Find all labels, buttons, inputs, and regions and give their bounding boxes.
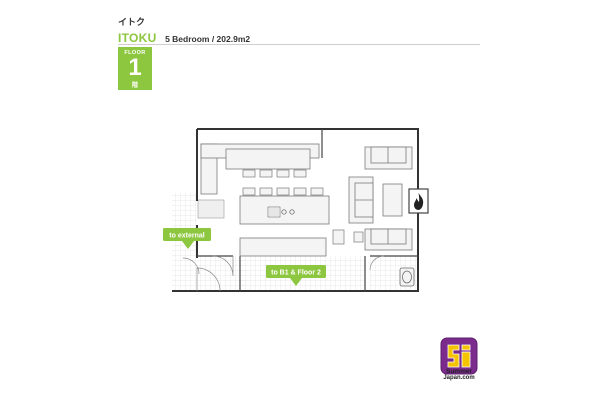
stove-icon xyxy=(267,206,295,218)
to-stairs-marker: to B1 & Floor 2 xyxy=(266,265,326,286)
fireplace xyxy=(408,188,429,214)
logo-text-summer: Summer xyxy=(445,368,472,375)
interior-walls xyxy=(197,129,418,291)
property-name-kana: イトク xyxy=(118,17,146,27)
doors xyxy=(182,255,385,292)
title-row: ITOKU 5 Bedroom / 202.9m2 xyxy=(118,29,250,47)
sofa-top xyxy=(364,146,413,170)
toilet-icon xyxy=(399,267,415,287)
island-stools xyxy=(242,187,324,196)
floor-badge: FLOOR 1 階 xyxy=(118,47,152,90)
dining-chairs xyxy=(242,169,307,178)
property-name: ITOKU xyxy=(118,31,157,45)
to-external-label: to external xyxy=(169,233,204,240)
summer-japan-logo xyxy=(440,337,478,375)
logo-text-japan: Japan.com xyxy=(443,375,475,381)
genkan-tiled-floor xyxy=(197,256,245,291)
property-subtitle: 5 Bedroom / 202.9m2 xyxy=(165,34,251,44)
floor-word: FLOOR xyxy=(124,50,146,56)
side-table xyxy=(353,231,364,243)
to-external-marker: to external xyxy=(163,228,211,249)
fireplace-icon xyxy=(414,193,424,210)
dining-table xyxy=(225,148,311,170)
floor-number: 1 xyxy=(128,54,142,81)
sofa-left xyxy=(348,176,374,224)
hall-counter xyxy=(239,237,327,257)
to-stairs-label: to B1 & Floor 2 xyxy=(271,270,321,277)
small-cabinet xyxy=(332,229,345,245)
header-divider xyxy=(118,44,480,45)
floor-kanji: 階 xyxy=(131,83,138,89)
coffee-table xyxy=(382,183,403,217)
sofa-bottom xyxy=(364,228,413,251)
entry-step xyxy=(197,199,225,219)
